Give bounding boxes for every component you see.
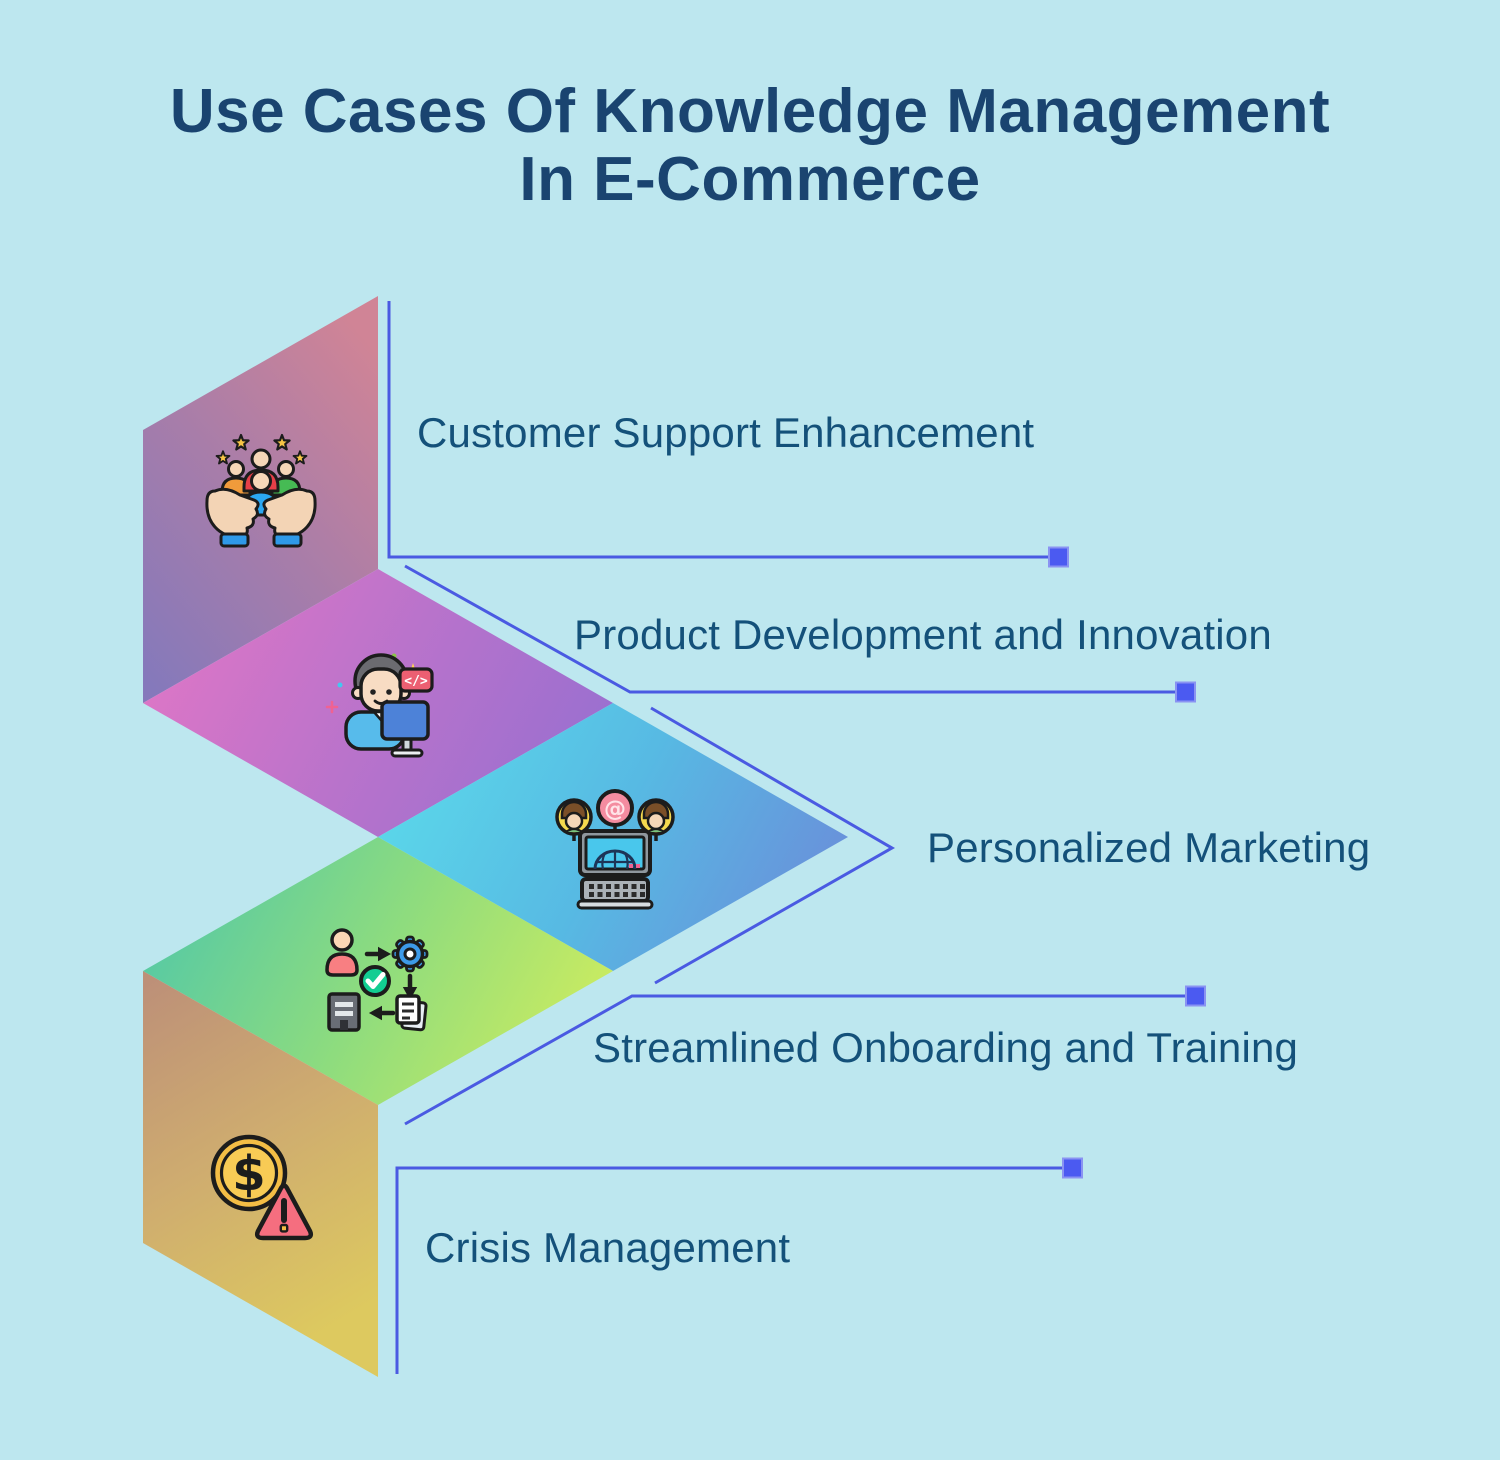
connector-crisis-management xyxy=(395,1166,1063,1374)
check-badge xyxy=(359,965,391,997)
open-hands xyxy=(205,487,317,548)
user-avatars xyxy=(555,798,675,836)
keyboard xyxy=(576,877,654,910)
new-employee xyxy=(325,928,359,977)
gear xyxy=(391,935,429,973)
at-sign-badge: @ xyxy=(596,789,634,827)
page-title: Use Cases Of Knowledge Management In E-C… xyxy=(0,78,1500,214)
label-customer-support: Customer Support Enhancement xyxy=(417,409,1035,456)
endpoint-square-product-development xyxy=(1175,681,1196,703)
connector-product-development xyxy=(404,564,1176,694)
label-crisis-management: Crisis Management xyxy=(425,1224,791,1271)
monitor xyxy=(380,700,430,758)
connector-onboarding-training xyxy=(404,994,1186,1126)
dollar-sign-text: $ xyxy=(232,1146,265,1202)
connector-endpoints xyxy=(1048,546,1206,1179)
code-tag-badge: </> xyxy=(398,667,434,693)
at-sign-text: @ xyxy=(604,797,626,822)
dollar-coin: $ xyxy=(210,1134,288,1212)
connector-customer-support xyxy=(387,301,1049,559)
financial-crisis-icon: $ xyxy=(210,1134,314,1241)
page-title-line1: Use Cases Of Knowledge Management xyxy=(169,77,1331,146)
flow-arrows xyxy=(364,946,418,1021)
training-documents xyxy=(395,994,428,1032)
label-onboarding-training: Streamlined Onboarding and Training xyxy=(593,1024,1299,1071)
marketing-monitor-icon: @ xyxy=(555,789,675,910)
connector-personalized-marketing xyxy=(650,706,896,985)
label-personalized-marketing: Personalized Marketing xyxy=(927,824,1371,871)
developer-computer-icon: </> xyxy=(325,653,434,758)
label-product-development: Product Development and Innovation xyxy=(574,611,1272,658)
endpoint-square-customer-support xyxy=(1048,546,1069,568)
endpoint-square-crisis-management xyxy=(1062,1157,1083,1179)
warning-triangle xyxy=(254,1183,314,1241)
connector-lines xyxy=(387,301,1186,1374)
code-tag-text: </> xyxy=(404,674,428,689)
endpoint-square-onboarding-training xyxy=(1185,985,1206,1007)
company-building xyxy=(327,992,361,1032)
customer-support-icon xyxy=(205,433,317,548)
page-title-line2: In E-Commerce xyxy=(519,145,981,214)
onboarding-process-icon xyxy=(325,928,429,1032)
monitor-globe xyxy=(572,823,658,877)
